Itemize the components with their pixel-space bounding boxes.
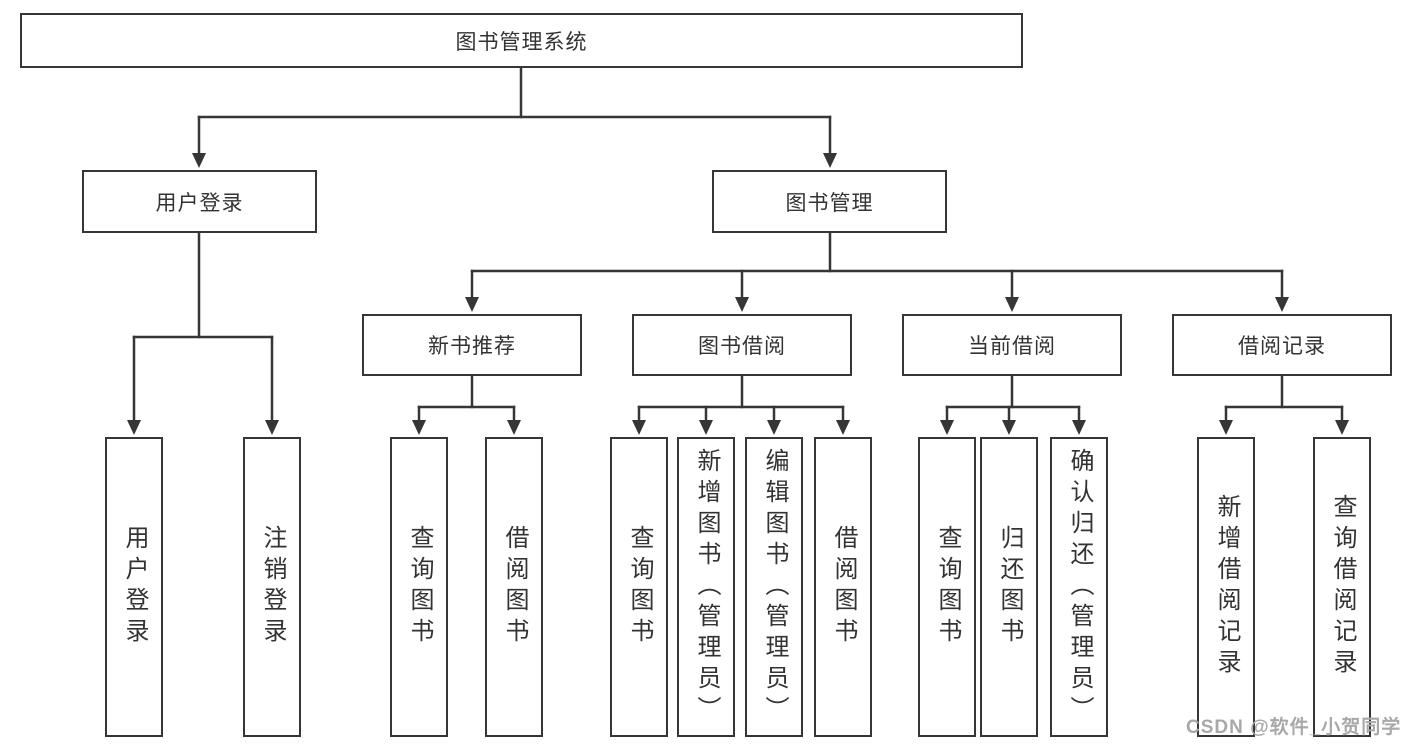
node-new-book-recommend-label: 新书推荐 <box>428 335 516 358</box>
node-new-book-recommend: 新书推荐 <box>362 314 582 376</box>
leaf-borrow-books-borrow: 借阅图书 <box>814 437 872 737</box>
leaf-query-books-current: 查询图书 <box>918 437 976 737</box>
leaf-add-book-admin: 新增图书（管理员） <box>677 437 735 737</box>
leaf-query-books-borrow-label: 查询图书 <box>626 525 653 649</box>
node-borrow-records-label: 借阅记录 <box>1238 335 1326 358</box>
leaf-query-books-recommend: 查询图书 <box>390 437 448 737</box>
node-book-management: 图书管理 <box>712 170 947 233</box>
node-root-system: 图书管理系统 <box>20 13 1023 68</box>
leaf-return-book: 归还图书 <box>980 437 1038 737</box>
node-current-borrow-label: 当前借阅 <box>968 335 1056 358</box>
leaf-confirm-return-admin-label: 确认归还（管理员） <box>1066 447 1093 727</box>
arrow-down-icons <box>127 153 1349 435</box>
node-book-borrow: 图书借阅 <box>632 314 852 376</box>
leaf-confirm-return-admin: 确认归还（管理员） <box>1050 437 1108 737</box>
leaf-add-book-admin-label: 新增图书（管理员） <box>693 447 720 727</box>
leaf-add-borrow-record: 新增借阅记录 <box>1197 437 1255 737</box>
leaf-borrow-books-recommend: 借阅图书 <box>485 437 543 737</box>
leaf-user-login: 用户登录 <box>105 437 163 737</box>
leaf-query-borrow-record: 查询借阅记录 <box>1313 437 1371 737</box>
leaf-borrow-books-borrow-label: 借阅图书 <box>830 525 857 649</box>
node-book-management-label: 图书管理 <box>785 191 874 215</box>
leaf-query-borrow-record-label: 查询借阅记录 <box>1329 494 1356 680</box>
leaf-logout-label: 注销登录 <box>259 525 286 649</box>
leaf-edit-book-admin: 编辑图书（管理员） <box>745 437 803 737</box>
csdn-watermark: CSDN @软件_小贺同学 <box>1186 717 1402 738</box>
node-user-login: 用户登录 <box>82 170 317 233</box>
node-current-borrow: 当前借阅 <box>902 314 1122 376</box>
leaf-query-books-borrow: 查询图书 <box>610 437 668 737</box>
leaf-edit-book-admin-label: 编辑图书（管理员） <box>761 447 788 727</box>
node-user-login-label: 用户登录 <box>155 191 244 215</box>
node-root-label: 图书管理系统 <box>455 30 588 54</box>
leaf-query-books-recommend-label: 查询图书 <box>406 525 433 649</box>
leaf-user-login-label: 用户登录 <box>121 525 148 649</box>
leaf-return-book-label: 归还图书 <box>996 525 1023 649</box>
leaf-add-borrow-record-label: 新增借阅记录 <box>1213 494 1240 680</box>
node-borrow-records: 借阅记录 <box>1172 314 1392 376</box>
leaf-query-books-current-label: 查询图书 <box>934 525 961 649</box>
leaf-borrow-books-recommend-label: 借阅图书 <box>501 525 528 649</box>
leaf-logout: 注销登录 <box>243 437 301 737</box>
node-book-borrow-label: 图书借阅 <box>698 335 786 358</box>
